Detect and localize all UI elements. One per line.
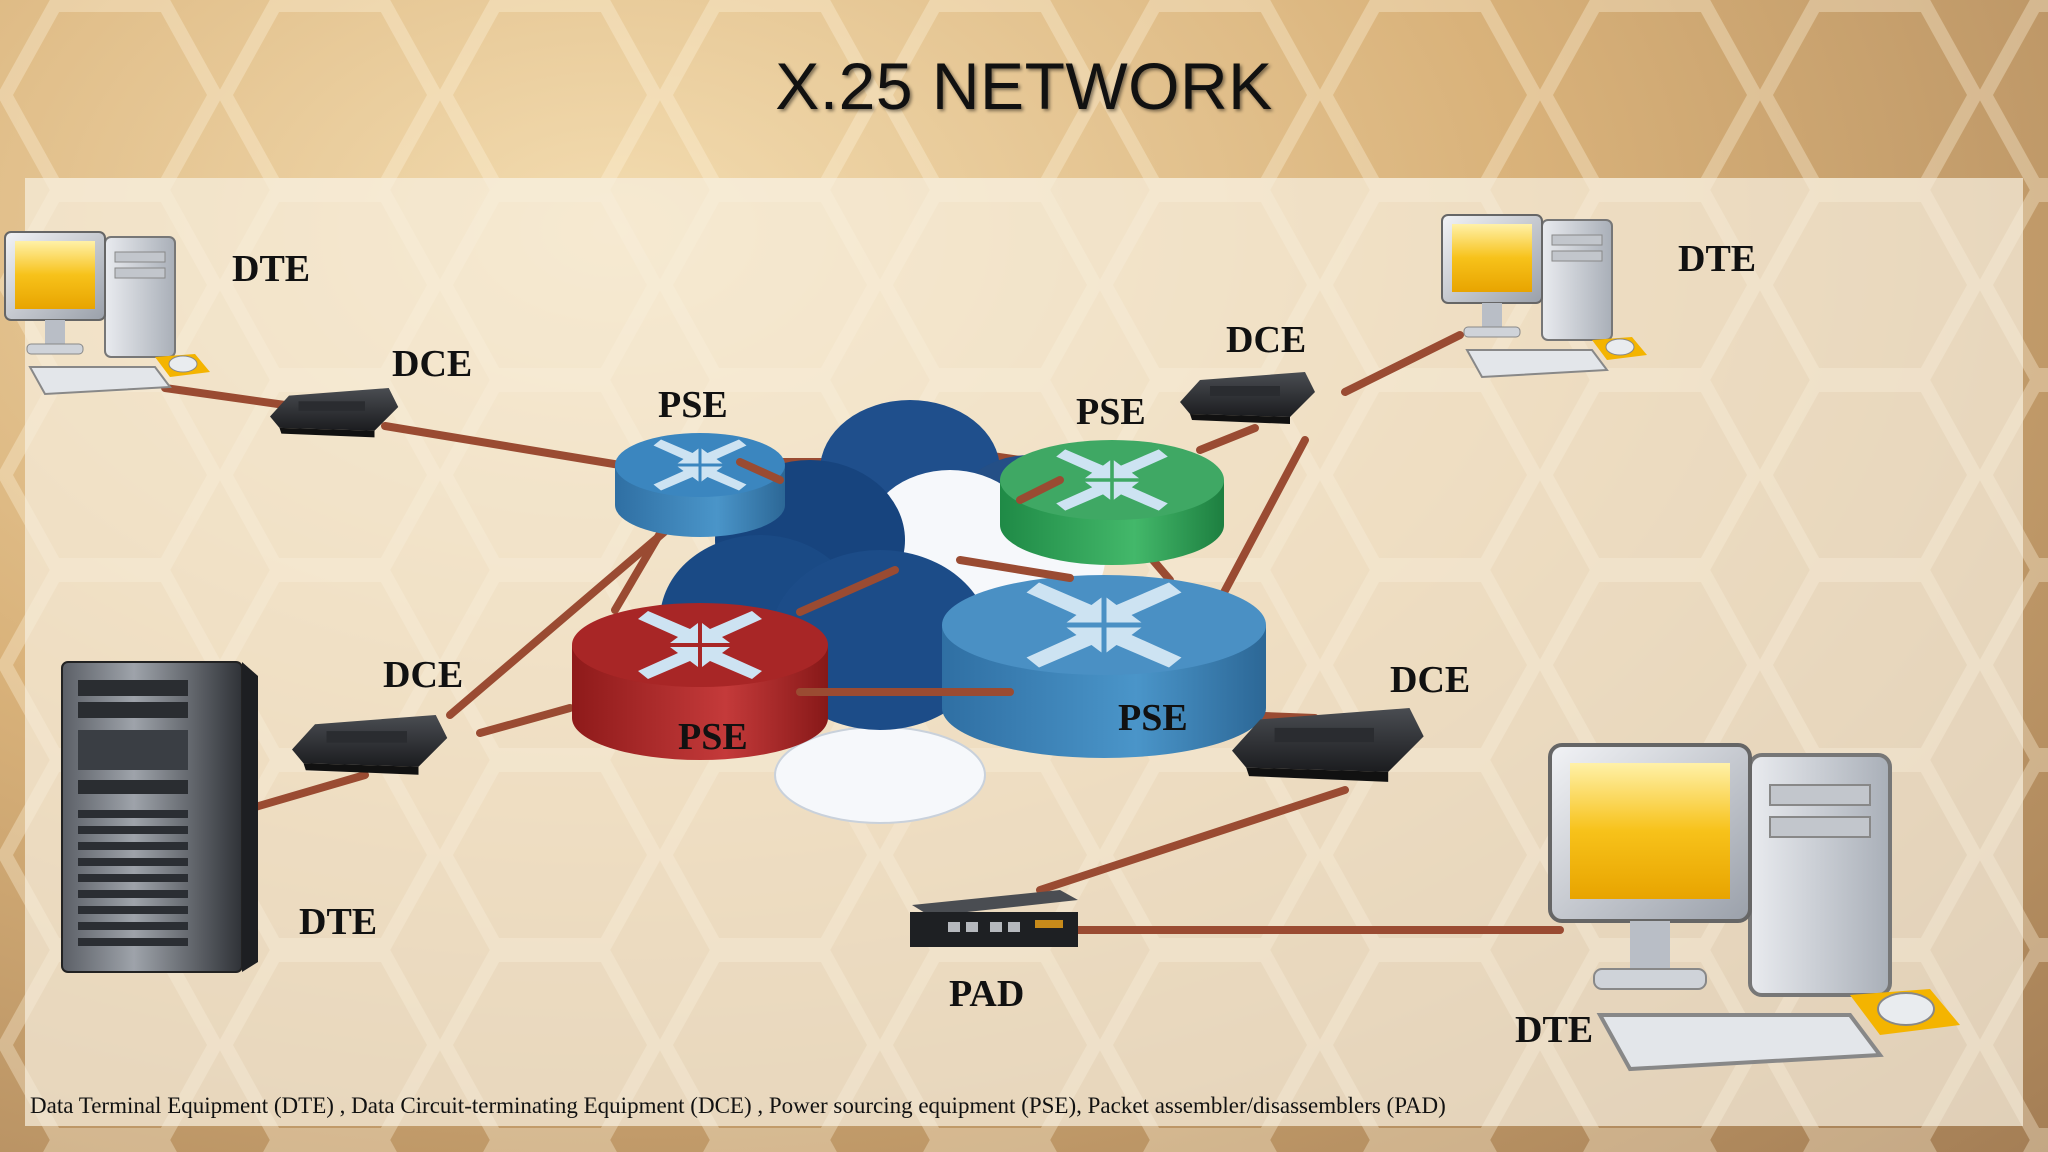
router-icon (615, 433, 785, 537)
desktop-computer-icon (1548, 743, 1962, 1071)
footnote-legend: Data Terminal Equipment (DTE) , Data Cir… (30, 1093, 1446, 1118)
modem-icon (270, 388, 399, 438)
label-dce-top-left: DCE (392, 343, 473, 385)
desktop-computer-icon (4, 231, 211, 395)
router-icon (942, 575, 1266, 758)
modem-icon (1180, 372, 1315, 424)
label-pse-red: PSE (678, 716, 748, 758)
router-icon (1000, 440, 1224, 565)
label-pse-blue-large: PSE (1118, 697, 1188, 739)
label-dce-bottom-right: DCE (1390, 659, 1471, 701)
router-icon (572, 603, 828, 760)
tower-server-icon (61, 661, 258, 973)
modem-icon (292, 715, 448, 775)
label-pse-green: PSE (1076, 391, 1146, 433)
label-dte-top-left: DTE (232, 248, 311, 290)
label-dte-server: DTE (299, 901, 378, 943)
label-pad: PAD (949, 973, 1025, 1015)
label-dce-mid-left: DCE (383, 654, 464, 696)
label-dte-top-right: DTE (1678, 238, 1757, 280)
label-pse-blue-small: PSE (658, 384, 728, 426)
desktop-computer-icon (1441, 214, 1648, 378)
slide-title: X.25 NETWORK (775, 49, 1273, 123)
pad-device-icon (910, 890, 1078, 947)
label-dte-bottom-right: DTE (1515, 1009, 1594, 1051)
label-dce-top-right: DCE (1226, 319, 1307, 361)
